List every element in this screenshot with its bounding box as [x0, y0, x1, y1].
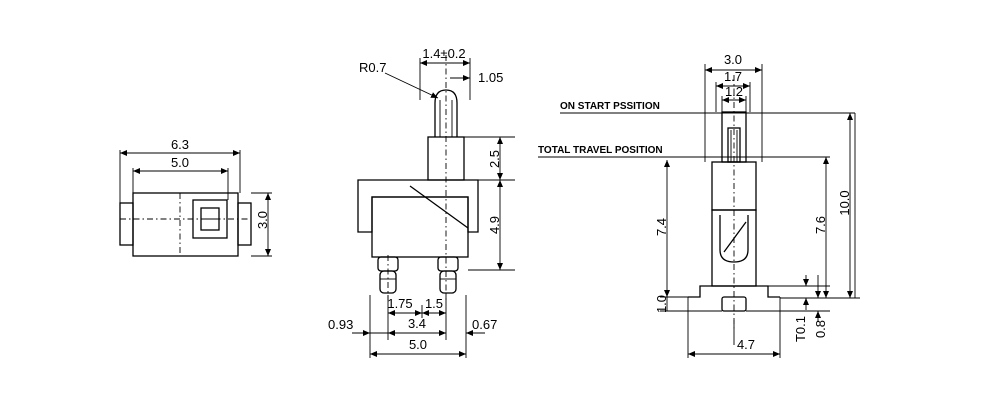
dim-pin-right: 1.5 — [425, 296, 443, 311]
label-on-start: ON START PSSITION — [560, 101, 660, 112]
dim-plunger-height: 2.5 — [487, 150, 502, 168]
dim-left-width-body: 5.0 — [171, 155, 189, 170]
left-tab-right — [237, 202, 252, 246]
dim-margin-left: 0.93 — [328, 317, 353, 332]
dim-total-width: 5.0 — [409, 337, 427, 352]
dim-plunger-width: 1.4±0.2 — [422, 46, 465, 61]
middle-body-top — [357, 179, 479, 233]
dim-travel: T0.1 — [793, 316, 808, 342]
dim-left-height: 3.0 — [255, 211, 270, 229]
dim-height-left: 7.4 — [654, 218, 669, 236]
dim-base-right: 0.8 — [813, 320, 828, 338]
dim-offset-small: 1.05 — [478, 70, 503, 85]
dim-tip-radius: R0.7 — [359, 60, 386, 75]
dim-margin-right: 0.67 — [472, 317, 497, 332]
right-front-view: ON START PSSITION TOTAL TRAVEL POSITION … — [538, 52, 860, 358]
left-body-outline — [132, 192, 239, 257]
plunger-tip — [434, 89, 458, 137]
dim-top-width: 3.0 — [724, 52, 742, 67]
label-total-travel: TOTAL TRAVEL POSITION — [538, 145, 663, 156]
middle-side-view: 1.4±0.2 1.05 R0.7 2.5 4.9 1.75 1.5 3.4 0… — [328, 46, 515, 358]
left-top-view: 6.3 5.0 3.0 — [119, 137, 272, 257]
dim-pin-left: 1.75 — [387, 296, 412, 311]
dim-base-left: 1.0 — [654, 295, 669, 313]
right-base — [688, 285, 780, 298]
dim-inner-width-b: 1.2 — [725, 84, 743, 99]
dim-inner-width-a: 1.7 — [724, 69, 742, 84]
dim-body-height: 4.9 — [487, 216, 502, 234]
dim-height-mid: 7.6 — [813, 216, 828, 234]
dim-pin-span: 3.4 — [408, 316, 426, 331]
dim-height-total: 10.0 — [837, 190, 852, 215]
left-tab-left — [119, 202, 134, 246]
middle-body — [371, 196, 469, 258]
right-body-lower — [711, 209, 757, 287]
dim-left-width-overall: 6.3 — [171, 137, 189, 152]
dim-bottom-width: 4.7 — [737, 337, 755, 352]
